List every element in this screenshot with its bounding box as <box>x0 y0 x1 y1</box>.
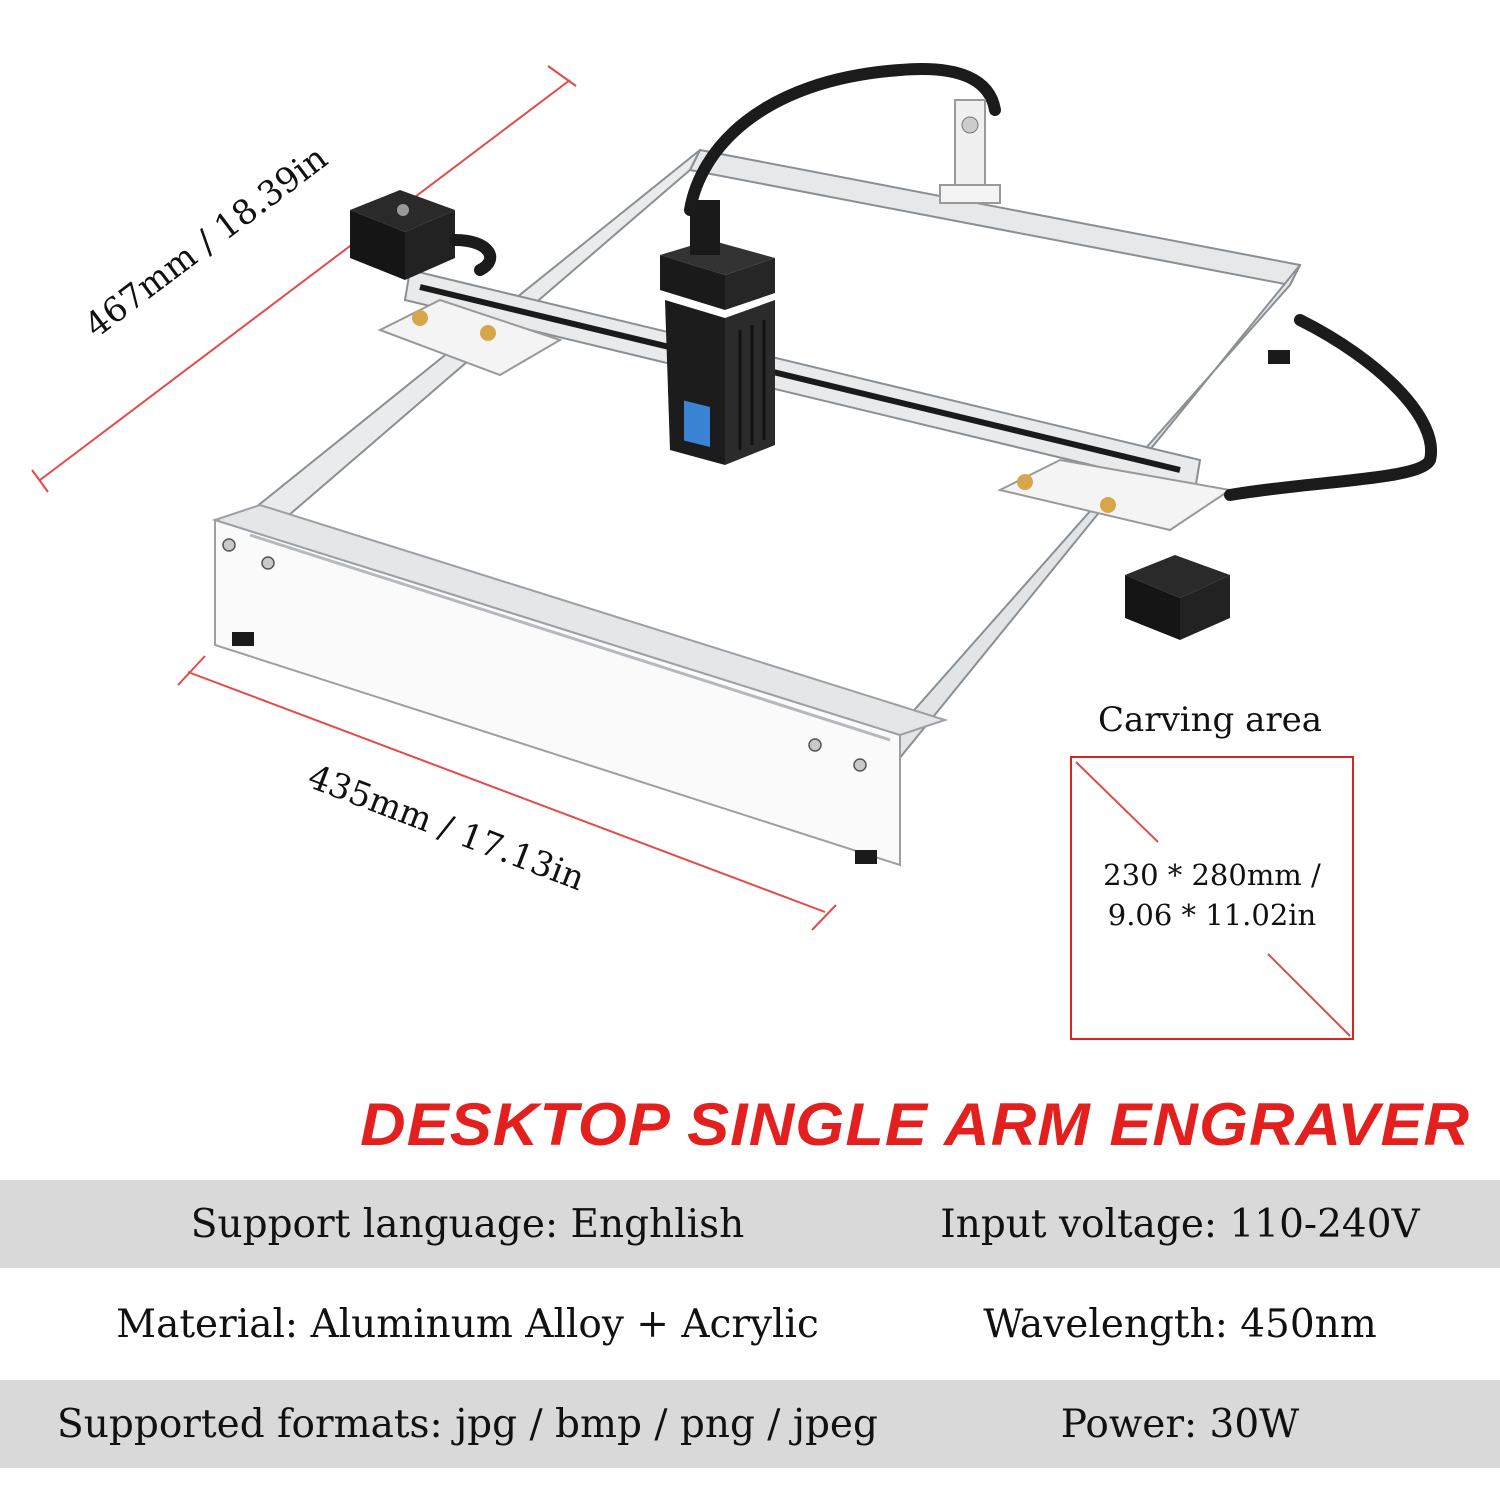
spec-row: Supported formats: jpg / bmp / png / jpe… <box>0 1380 1500 1468</box>
spec-power: Power: 30W <box>1060 1401 1300 1447</box>
engraver-frame <box>211 148 1302 867</box>
product-illustration <box>31 63 1438 931</box>
carving-area-diagonal <box>1075 761 1351 1037</box>
spec-row: Support language: Enghlish Input voltage… <box>0 1180 1500 1268</box>
carving-area-size: 230 * 280mm / 9.06 * 11.02in <box>1070 855 1354 935</box>
spec-input-voltage: Input voltage: 110-240V <box>940 1201 1420 1247</box>
right-stepper-motor <box>1125 555 1230 640</box>
cable-holder <box>939 99 1001 204</box>
spec-supported-formats: Supported formats: jpg / bmp / png / jpe… <box>57 1401 878 1447</box>
carving-area-box <box>1070 756 1354 1040</box>
spec-support-language: Support language: Enghlish <box>190 1201 745 1247</box>
gantry-rail <box>377 268 1233 532</box>
laser-module <box>660 200 775 465</box>
width-dimension-line <box>177 655 837 931</box>
cable <box>449 63 1438 501</box>
spec-wavelength: Wavelength: 450nm <box>983 1301 1377 1347</box>
carving-area-title: Carving area <box>1097 700 1322 740</box>
left-stepper-motor <box>350 190 455 280</box>
spec-row: Material: Aluminum Alloy + Acrylic Wavel… <box>0 1280 1500 1368</box>
spec-material: Material: Aluminum Alloy + Acrylic <box>116 1301 819 1347</box>
carving-size-metric: 230 * 280mm / <box>1103 858 1321 892</box>
carving-size-imperial: 9.06 * 11.02in <box>1107 898 1317 932</box>
headline: DESKTOP SINGLE ARM ENGRAVER <box>360 1091 1470 1158</box>
depth-dimension-line <box>31 65 577 493</box>
